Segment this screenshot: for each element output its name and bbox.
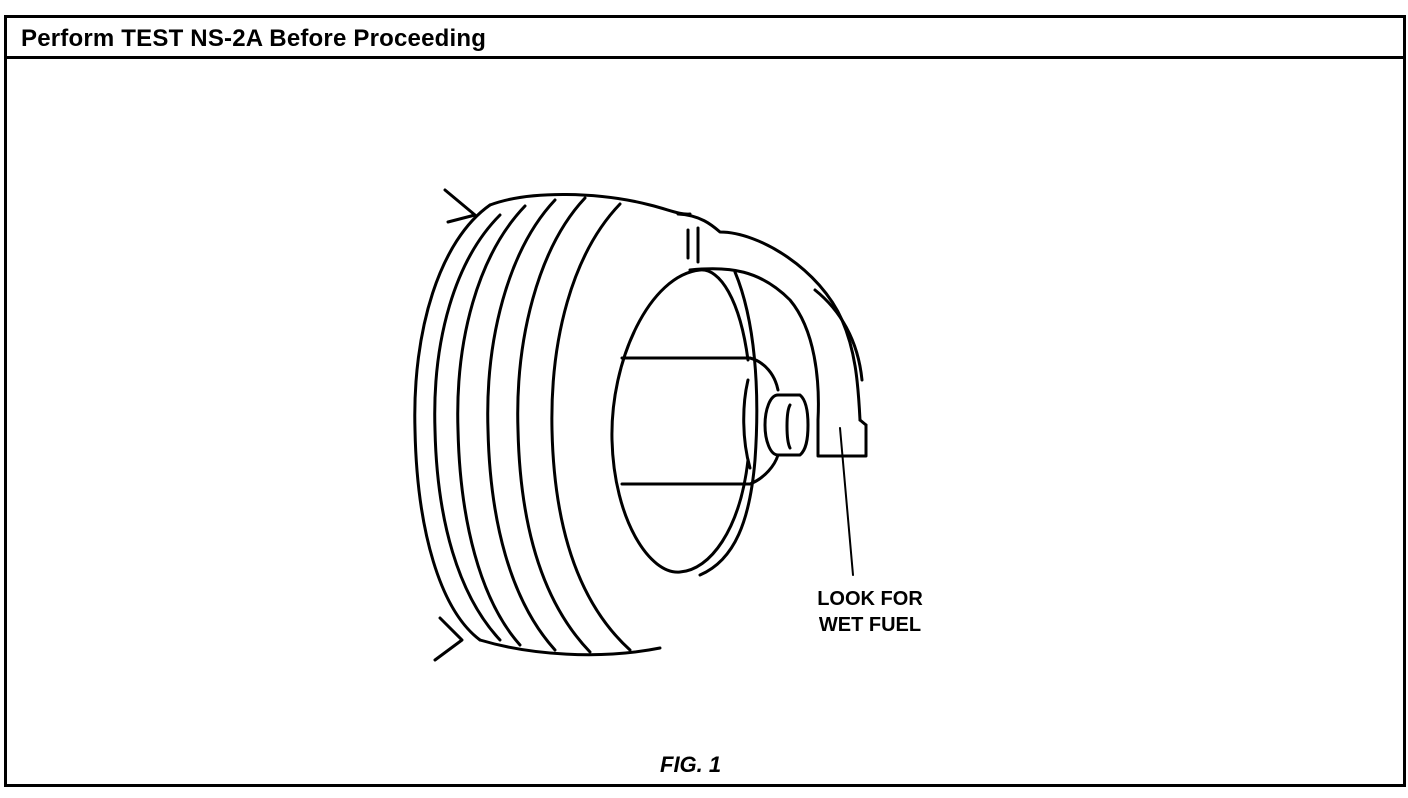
face-ellipse-left	[610, 268, 750, 574]
callout-leader	[839, 427, 854, 576]
callout-line-2: WET FUEL	[818, 614, 922, 636]
body-ring-1	[433, 213, 502, 642]
strap-side	[813, 288, 864, 382]
electrode-tip	[785, 403, 792, 450]
body-outer-left	[413, 203, 492, 642]
strap-inner	[688, 267, 820, 422]
document-frame: Perform TEST NS-2A Before Proceeding	[4, 15, 1406, 787]
face-ellipse-right	[698, 270, 759, 577]
header-bar: Perform TEST NS-2A Before Proceeding	[7, 18, 1403, 59]
electrode-body	[776, 393, 810, 457]
body-ring-4	[516, 196, 592, 654]
insulator-rim	[742, 378, 752, 470]
figure-caption: FIG. 1	[660, 752, 722, 777]
strap-corner	[858, 418, 868, 427]
electrode-left	[763, 393, 780, 457]
insulator-bottom	[620, 453, 780, 486]
callout-label: LOOK FOR WET FUEL	[800, 586, 940, 638]
body-ring-5	[550, 202, 632, 652]
body-tab-bottom	[433, 616, 464, 662]
body-ring-3	[486, 198, 557, 652]
strap-outer	[676, 212, 862, 422]
callout-line-1: LOOK FOR	[817, 588, 923, 610]
face-ellipse-top	[698, 268, 750, 362]
body-bottom-edge	[478, 638, 662, 657]
insulator-top	[620, 356, 780, 392]
page-title: Perform TEST NS-2A Before Proceeding	[21, 25, 487, 52]
body-ring-2	[456, 204, 527, 647]
body-tab-top	[443, 188, 477, 224]
